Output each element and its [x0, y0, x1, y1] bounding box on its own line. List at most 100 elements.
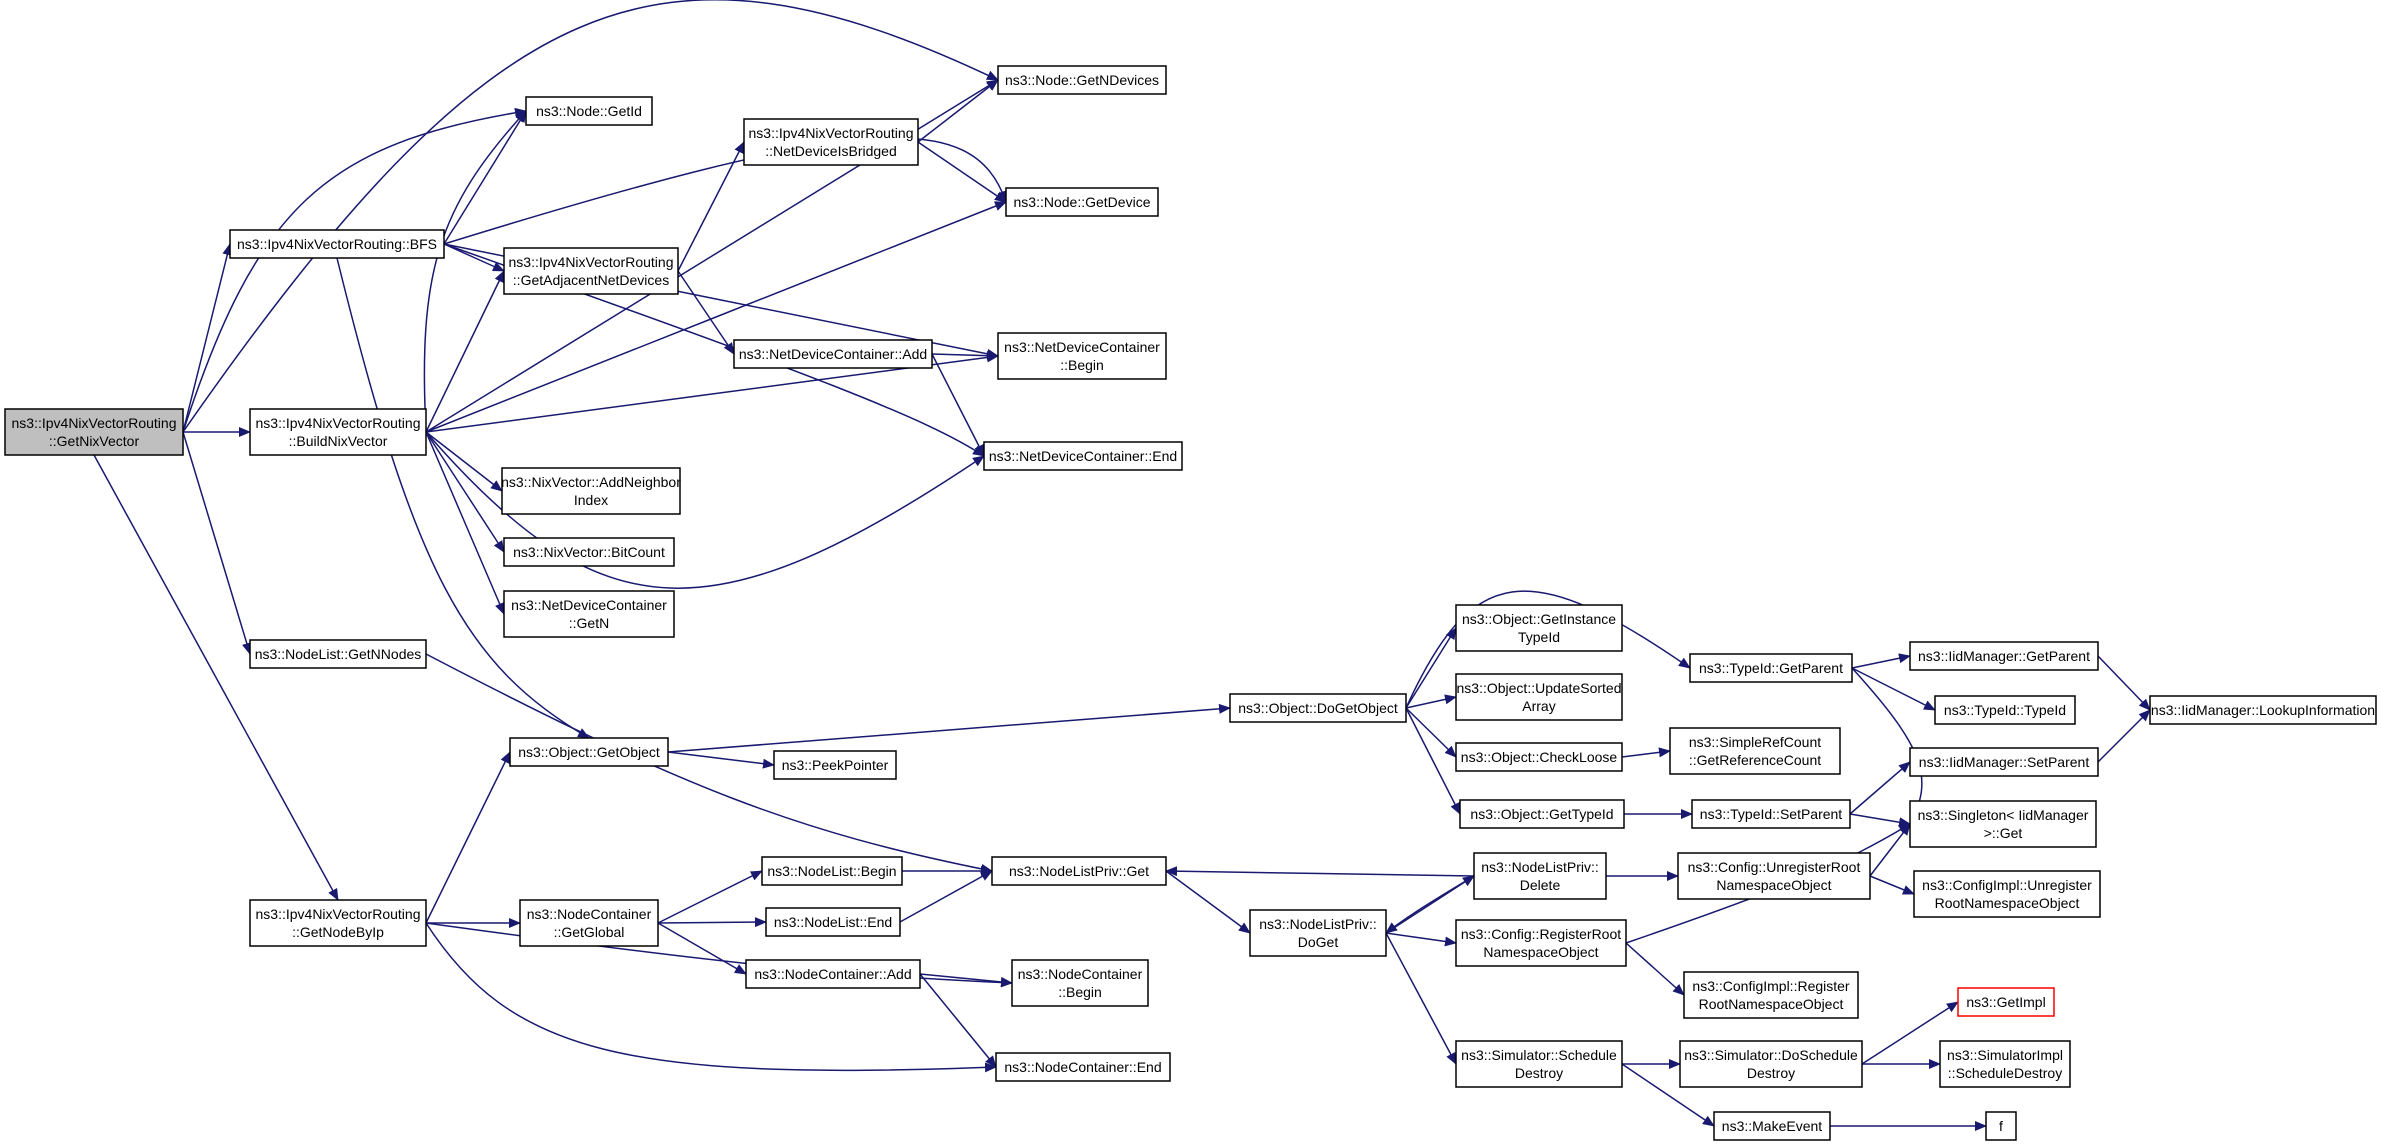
function-node-typeid-setparent[interactable]: ns3::TypeId::SetParent	[1691, 799, 1851, 829]
function-node-iidmanager-getparent[interactable]: ns3::IidManager::GetParent	[1909, 641, 2099, 671]
call-edge-object-checkloose-to-simplerefcount-getreferencecount	[1621, 747, 1671, 758]
function-node-netdevicecontainer-begin[interactable]: ns3::NetDeviceContainer::Begin	[997, 332, 1167, 380]
function-node-simplerefcount-getreferencecount[interactable]: ns3::SimpleRefCount::GetReferenceCount	[1669, 727, 1841, 775]
function-node-label: ::NetDeviceIsBridged	[765, 143, 897, 159]
function-node-nodelistpriv-get[interactable]: ns3::NodeListPriv::Get	[991, 856, 1167, 886]
function-node-nodecontainer-getglobal[interactable]: ns3::NodeContainer::GetGlobal	[519, 899, 659, 947]
function-node-bfs[interactable]: ns3::Ipv4NixVectorRouting::BFS	[229, 229, 445, 259]
call-edge-typeid-getparent-to-typeid-typeid	[1851, 667, 1936, 711]
function-node-getadjacentnetdevices[interactable]: ns3::Ipv4NixVectorRouting::GetAdjacentNe…	[503, 247, 679, 295]
function-node-label: ns3::Config::UnregisterRoot	[1688, 859, 1861, 875]
call-edge-buildnixvector-to-netdevicecontainer-end	[425, 431, 985, 589]
function-node-typeid-getparent[interactable]: ns3::TypeId::GetParent	[1689, 653, 1853, 683]
function-node-label: ::GetNodeByIp	[292, 924, 384, 940]
call-edge-getnodebyip-to-object-getobject	[425, 751, 511, 924]
function-node-getnixvector: ns3::Ipv4NixVectorRouting::GetNixVector	[4, 408, 184, 456]
call-edge-iidmanager-setparent-to-iidmanager-lookupinformation	[2097, 709, 2151, 763]
function-node-singleton-get[interactable]: ns3::Singleton< IidManager >::Get	[1909, 800, 2097, 848]
function-node-simulator-scheduledestroy[interactable]: ns3::Simulator::ScheduleDestroy	[1455, 1040, 1623, 1088]
function-node-config-unregisterrootnamespaceobject[interactable]: ns3::Config::UnregisterRootNamespaceObje…	[1677, 852, 1871, 900]
function-node-label: ns3::Ipv4NixVectorRouting	[12, 415, 177, 431]
function-node-label: ns3::Object::DoGetObject	[1238, 700, 1398, 716]
function-node-label: ns3::Simulator::Schedule	[1461, 1047, 1617, 1063]
function-node-node-getndevices[interactable]: ns3::Node::GetNDevices	[997, 65, 1167, 95]
function-node-label: TypeId	[1518, 629, 1560, 645]
function-node-netdevicecontainer-add[interactable]: ns3::NetDeviceContainer::Add	[733, 339, 933, 369]
call-edge-netdeviceisbridged-to-node-getdevice	[917, 141, 1007, 203]
function-node-label: ns3::ConfigImpl::Register	[1692, 978, 1850, 994]
function-node-label: ::BuildNixVector	[289, 433, 388, 449]
function-node-buildnixvector[interactable]: ns3::Ipv4NixVectorRouting::BuildNixVecto…	[249, 408, 427, 456]
function-node-netdevicecontainer-getn[interactable]: ns3::NetDeviceContainer::GetN	[503, 590, 675, 638]
call-edge-nodelistpriv-doget-to-config-registerrootnamespaceobject	[1385, 932, 1457, 947]
function-node-nodelistpriv-doget[interactable]: ns3::NodeListPriv::DoGet	[1249, 909, 1387, 957]
function-node-nodecontainer-end[interactable]: ns3::NodeContainer::End	[995, 1052, 1171, 1082]
function-node-netdevicecontainer-end[interactable]: ns3::NetDeviceContainer::End	[983, 441, 1183, 471]
function-node-label: ns3::Node::GetDevice	[1014, 194, 1151, 210]
function-node-label: ns3::Ipv4NixVectorRouting	[749, 125, 914, 141]
function-node-configimpl-registerrootnamespaceobject[interactable]: ns3::ConfigImpl::RegisterRootNamespaceOb…	[1683, 971, 1859, 1019]
function-node-getimpl[interactable]: ns3::GetImpl	[1957, 987, 2055, 1017]
function-node-label: ns3::NodeContainer	[527, 906, 652, 922]
function-node-label: ns3::Object::CheckLoose	[1461, 749, 1618, 765]
function-node-simulatorimpl-scheduledestroy[interactable]: ns3::SimulatorImpl::ScheduleDestroy	[1939, 1040, 2071, 1088]
function-node-peekpointer[interactable]: ns3::PeekPointer	[773, 750, 897, 780]
function-node-label: NamespaceObject	[1716, 877, 1831, 893]
call-edge-netdeviceisbridged-to-node-getndevices	[917, 79, 999, 143]
function-node-object-checkloose[interactable]: ns3::Object::CheckLoose	[1455, 742, 1623, 772]
function-node-nodelistpriv-delete[interactable]: ns3::NodeListPriv::Delete	[1473, 852, 1607, 900]
function-node-label: ns3::Ipv4NixVectorRouting	[509, 254, 674, 270]
function-node-object-dogetobject[interactable]: ns3::Object::DoGetObject	[1229, 693, 1407, 723]
function-node-iidmanager-lookupinformation[interactable]: ns3::IidManager::LookupInformation	[2149, 695, 2377, 725]
call-edge-getadjacentnetdevices-to-netdeviceisbridged	[677, 141, 745, 272]
function-node-label: ns3::Simulator::DoSchedule	[1684, 1047, 1858, 1063]
function-node-label: ns3::NetDeviceContainer	[1004, 339, 1160, 355]
function-node-iidmanager-setparent[interactable]: ns3::IidManager::SetParent	[1909, 747, 2099, 777]
call-edge-iidmanager-getparent-to-iidmanager-lookupinformation	[2097, 655, 2151, 711]
function-node-getnodebyip[interactable]: ns3::Ipv4NixVectorRouting::GetNodeByIp	[249, 899, 427, 947]
function-node-nodecontainer-begin[interactable]: ns3::NodeContainer::Begin	[1011, 959, 1149, 1007]
function-node-label: ns3::SimpleRefCount	[1689, 734, 1821, 750]
function-node-label: ns3::NodeContainer	[1018, 966, 1143, 982]
function-node-netdeviceisbridged[interactable]: ns3::Ipv4NixVectorRouting::NetDeviceIsBr…	[743, 118, 919, 166]
function-node-label: Destroy	[1747, 1065, 1795, 1081]
function-node-label: ns3::NetDeviceContainer	[511, 597, 667, 613]
function-node-label: NamespaceObject	[1483, 944, 1598, 960]
call-edge-typeid-setparent-to-singleton-get	[1849, 813, 1911, 828]
function-node-makeevent[interactable]: ns3::MakeEvent	[1713, 1111, 1831, 1141]
function-node-label: ns3::NetDeviceContainer::End	[989, 448, 1177, 464]
function-node-f[interactable]: f	[1985, 1111, 2017, 1141]
function-node-label: ns3::NodeContainer::Add	[754, 966, 911, 982]
function-node-configimpl-unregisterrootnamespaceobject[interactable]: ns3::ConfigImpl::UnregisterRootNamespace…	[1913, 870, 2101, 918]
function-node-object-getobject[interactable]: ns3::Object::GetObject	[509, 737, 669, 767]
function-node-nodelist-begin[interactable]: ns3::NodeList::Begin	[761, 856, 903, 886]
function-node-label: ns3::Object::GetObject	[518, 744, 660, 760]
call-edge-bfs-to-node-getdevice	[443, 137, 1008, 245]
function-node-nodelist-end[interactable]: ns3::NodeList::End	[765, 907, 901, 937]
function-node-nodecontainer-add[interactable]: ns3::NodeContainer::Add	[745, 959, 921, 989]
function-node-nodelist-getnnodes[interactable]: ns3::NodeList::GetNNodes	[249, 639, 427, 669]
call-edge-getnixvector-to-node-getndevices	[182, 0, 999, 433]
function-node-label: ::GetN	[569, 615, 609, 631]
function-node-label: ns3::TypeId::TypeId	[1944, 702, 2066, 718]
call-edge-getnixvector-to-bfs	[182, 243, 233, 433]
call-edge-getnodebyip-to-nodecontainer-end	[425, 922, 997, 1073]
function-node-label: ::Begin	[1060, 357, 1104, 373]
function-node-object-gettypeid[interactable]: ns3::Object::GetTypeId	[1459, 799, 1625, 829]
function-node-label: ns3::NodeList::End	[774, 914, 892, 930]
function-node-node-getid[interactable]: ns3::Node::GetId	[525, 96, 653, 126]
function-node-label: ns3::PeekPointer	[782, 757, 889, 773]
call-edge-getnixvector-to-node-getid	[182, 107, 527, 433]
function-node-typeid-typeid[interactable]: ns3::TypeId::TypeId	[1934, 695, 2076, 725]
call-edge-config-unregisterrootnamespaceobject-to-singleton-get	[1869, 823, 1911, 877]
function-node-nixvector-bitcount[interactable]: ns3::NixVector::BitCount	[503, 537, 675, 567]
function-node-label: ::GetGlobal	[554, 924, 625, 940]
call-edge-buildnixvector-to-node-getdevice	[425, 201, 1007, 433]
function-node-node-getdevice[interactable]: ns3::Node::GetDevice	[1005, 187, 1159, 217]
call-edge-getnixvector-to-getnodebyip	[93, 454, 339, 901]
